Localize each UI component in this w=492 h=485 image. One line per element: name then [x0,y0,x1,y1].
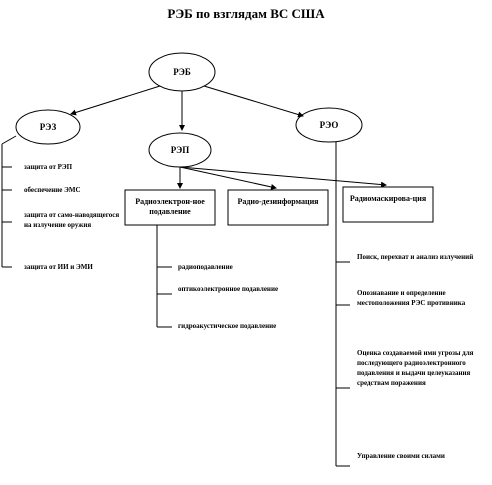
rez-item: обеспечение ЭМС [24,186,81,194]
rez-item: защита от ИИ и ЭМИ [24,263,93,271]
box-suppression [124,189,216,226]
node-reo [295,107,363,143]
reo-label: РЭО [319,120,339,130]
reo-item: Управление своими силами [357,452,445,460]
rez-item: защита от РЭП [24,163,73,171]
reo-item: Оценка создаваемой ими угрозы для послед… [357,349,474,387]
box-camouflage-label: Радиомаскирова-ция [349,194,427,203]
box-camouflage [342,186,434,223]
diagram-title: РЭБ по взглядам ВС США [167,6,325,21]
suppression-item: радиоподавление [178,263,233,271]
edge-root-reo [203,85,304,118]
box-disinformation-label: Радио-дезинформация [237,197,319,206]
reo-item: Опознавание и определение местоположения… [357,289,466,307]
rep-label: РЭП [170,145,190,155]
suppression-item: гидроакустическое подавление [178,322,277,330]
rez-label: РЭЗ [39,122,57,132]
edge-root-rez [70,85,161,116]
reo-item: Поиск, перехват и анализ излучений [357,253,474,261]
node-rez [15,109,81,145]
edge-rep-camouflage [179,166,387,188]
suppression-item: оптикоэлектронное подавление [178,285,279,293]
edge-rep-disinformation [179,166,277,190]
rez-item: защита от само-наводящегося на излучение… [24,211,120,229]
box-suppression-label: Радиоэлектрон-ное подавление [135,197,205,216]
root-label: РЭБ [173,67,191,77]
box-disinformation [227,189,329,226]
rez-connector [1,135,17,145]
